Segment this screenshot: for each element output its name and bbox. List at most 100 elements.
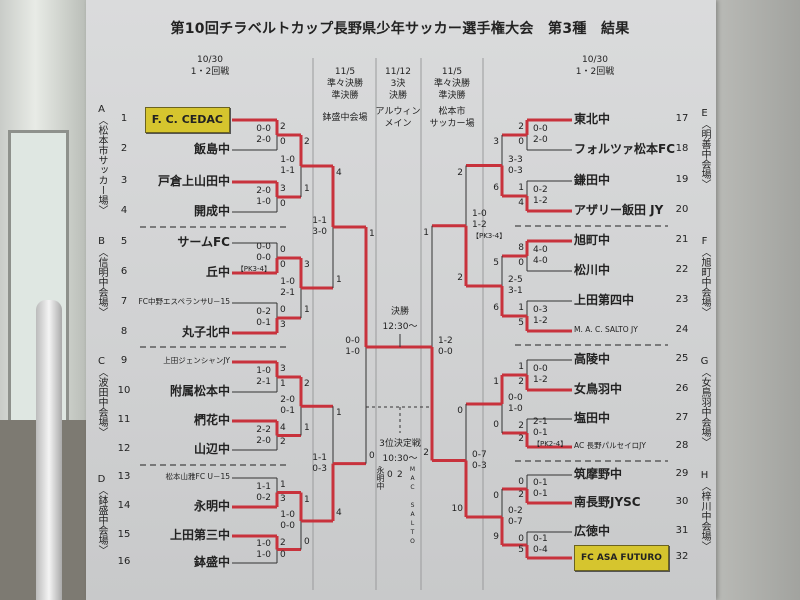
match-goals: 0	[457, 406, 463, 416]
date: 11/5	[334, 67, 356, 77]
half-score: 0-3	[533, 305, 548, 315]
match-goals: 6	[493, 303, 499, 313]
round: 3決	[390, 79, 406, 89]
half-score: 3-3	[508, 154, 523, 165]
match-goals: 1	[423, 227, 429, 238]
date: 11/5	[441, 67, 463, 77]
right-team-name: M. A. C. SALTO JY	[574, 325, 638, 334]
third-place-time: 10:30〜	[382, 454, 418, 464]
match-goals: 0	[518, 137, 524, 147]
half-score: 0-1	[533, 534, 548, 544]
left-team-seed: 2	[120, 143, 128, 154]
half-score: 0-1	[533, 478, 548, 488]
venue: 鉢盛中会場	[322, 113, 368, 123]
half-score: 0-2	[533, 185, 548, 195]
left-team-name: 戸倉上山田中	[157, 174, 230, 188]
half-score: 【PK3-4】	[472, 232, 507, 241]
right-team-seed: 30	[675, 496, 689, 507]
match-goals: 1	[336, 275, 342, 285]
half-score: 【PK3-4】	[236, 264, 271, 273]
half-score: 1-0	[280, 510, 295, 520]
venue: 松本市	[438, 107, 466, 117]
half-score: 1-0	[256, 366, 271, 376]
third-place-label: 3位決定戦	[379, 439, 421, 449]
match-goals: 2	[280, 538, 286, 548]
right-team-name: 南長野JYSC	[574, 495, 641, 509]
right-team-seed: 24	[675, 324, 689, 335]
half-score: 0-3	[472, 460, 487, 471]
match-goals: 2	[518, 377, 524, 387]
match-goals: 1	[304, 305, 310, 315]
match-goals: 4	[336, 508, 342, 518]
match-goals: 2	[304, 379, 310, 389]
match-goals: 0	[280, 550, 286, 560]
wall	[716, 0, 800, 600]
match-goals: 0	[304, 536, 310, 547]
bracket-poster	[86, 0, 716, 600]
match-goals: 5	[518, 318, 524, 328]
right-team-name: フォルツァ松本FC	[574, 142, 676, 156]
match-goals: 0	[518, 258, 524, 268]
match-goals: 5	[493, 258, 499, 268]
left-team-name: 鉢盛中	[193, 555, 230, 569]
right-venue-label: F〈旭町中会場〉	[699, 236, 710, 317]
left-team-name: 永明中	[193, 499, 230, 513]
half-score: 0-0	[508, 393, 523, 403]
half-score: 1-0	[280, 277, 295, 287]
match-goals: 2	[280, 122, 286, 132]
left-team-name: FC中野エスペランサU－15	[138, 297, 230, 306]
right-team-seed: 29	[675, 468, 689, 479]
match-goals: 1	[304, 184, 310, 194]
left-team-name: 山辺中	[193, 442, 230, 456]
half-score: 0-0	[256, 241, 271, 252]
half-score: 1-1	[256, 481, 271, 492]
left-team-name: 附属松本中	[169, 384, 230, 398]
match-goals: 3	[280, 494, 286, 504]
round: 準々決勝	[326, 79, 363, 89]
left-team-seed: 7	[120, 296, 128, 307]
half-score: 1-0	[345, 347, 360, 357]
match-goals: 0	[280, 245, 286, 255]
half-score: 0-0	[345, 336, 360, 346]
date: 10/30	[197, 55, 223, 65]
left-team-seed: 10	[117, 385, 131, 396]
match-goals: 0	[280, 137, 286, 147]
match-goals: 2	[304, 137, 310, 147]
third-place-left-team: 永明中	[376, 466, 385, 490]
right-team-name: 東北中	[574, 112, 611, 126]
match-goals: 9	[493, 532, 499, 542]
half-score: 0-0	[533, 124, 548, 134]
match-goals: 2	[518, 421, 524, 431]
left-team-seed: 1	[120, 113, 128, 124]
left-team-name: F. C. CEDAC	[144, 107, 230, 133]
final-time: 12:30〜	[382, 322, 418, 332]
half-score: 0-7	[472, 449, 487, 460]
right-team-name: 松川中	[574, 263, 611, 277]
left-venue-label: D〈鉢盛中会場〉	[96, 474, 107, 555]
right-venue-label: H〈梓川中会場〉	[699, 470, 710, 551]
stand-pole	[36, 300, 62, 600]
half-score: 0-2	[508, 506, 523, 516]
match-goals: 3	[280, 184, 286, 194]
date: 10/30	[582, 55, 608, 65]
half-score: 1-2	[533, 196, 548, 206]
third-place-score-right: 2	[397, 470, 403, 480]
match-goals: 1	[369, 229, 375, 239]
third-place-right-team: MAC SALTO	[409, 466, 416, 547]
match-goals: 0	[493, 420, 499, 430]
half-score: 2-1	[533, 416, 548, 427]
match-goals: 3	[280, 364, 286, 374]
right-team-seed: 27	[675, 412, 689, 423]
half-score: 1-0	[472, 209, 487, 220]
left-team-name: 上田ジェンシャンJY	[163, 356, 230, 365]
half-score: 1-1	[312, 216, 327, 226]
half-score: 4-0	[533, 245, 548, 255]
right-team-name: 塩田中	[574, 411, 611, 425]
right-team-name: AC 長野パルセイロJY	[574, 441, 646, 450]
match-goals: 1	[304, 422, 310, 433]
